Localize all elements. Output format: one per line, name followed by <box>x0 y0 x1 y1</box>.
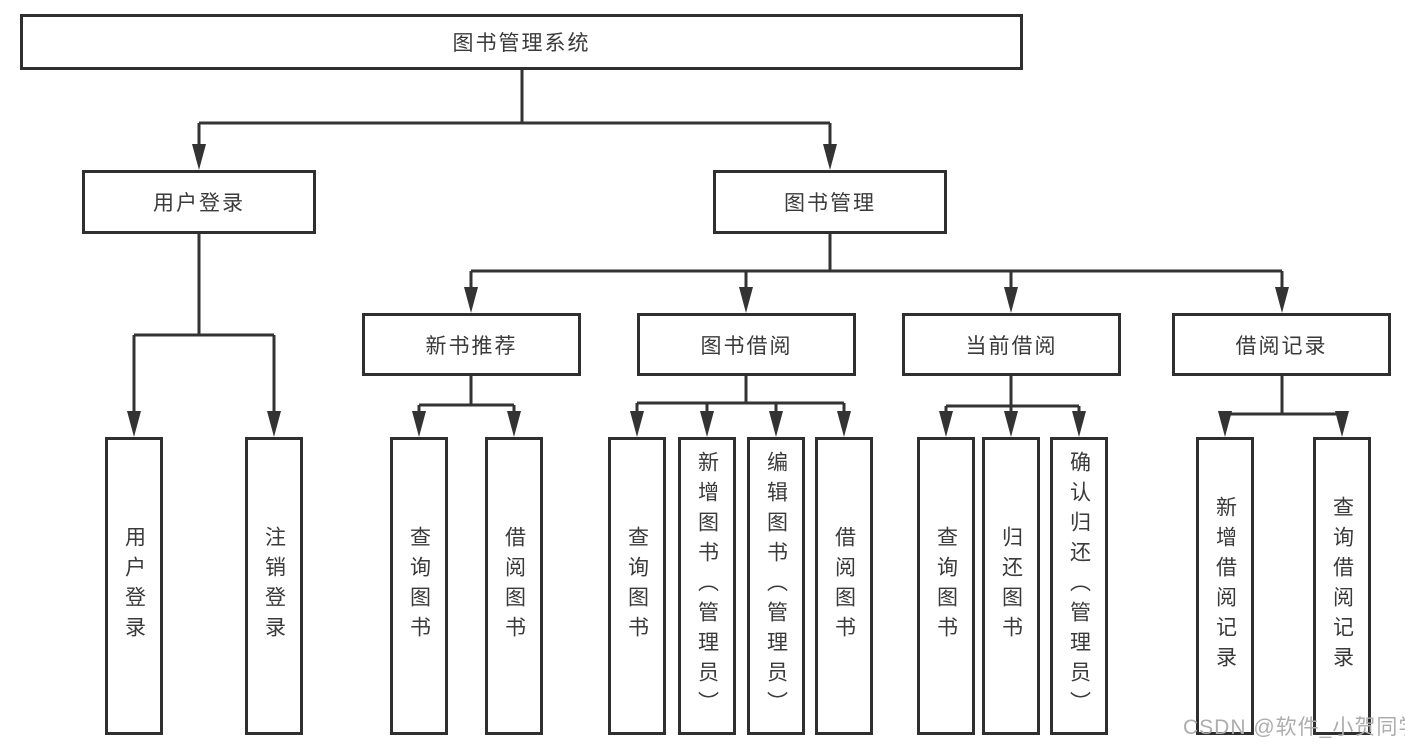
node-borrow-records-label: 借阅记录 <box>1235 334 1328 358</box>
node-user-login: 用户登录 <box>82 170 316 234</box>
node-book-management-label: 图书管理 <box>784 192 876 215</box>
connector-arrowheads <box>127 144 1349 437</box>
leaf-add-books-admin: 新增图书（管理员） <box>678 437 736 735</box>
node-library-management-system-label: 图书管理系统 <box>452 32 591 55</box>
leaf-add-books-admin-label: 新增图书（管理员） <box>695 451 719 721</box>
leaf-return-books-label: 归还图书 <box>999 526 1023 646</box>
node-book-management: 图书管理 <box>713 170 947 234</box>
leaf-query-books-borrow: 查询图书 <box>608 437 666 735</box>
node-library-management-system: 图书管理系统 <box>20 14 1023 70</box>
node-new-book-recommend-label: 新书推荐 <box>425 334 518 358</box>
leaf-query-books-recommend: 查询图书 <box>390 437 448 735</box>
leaf-return-books: 归还图书 <box>982 437 1040 735</box>
leaf-confirm-return-admin: 确认归还（管理员） <box>1050 437 1108 735</box>
leaf-user-login-label: 用户登录 <box>122 526 146 646</box>
leaf-logout-label: 注销登录 <box>262 526 286 646</box>
leaf-confirm-return-admin-label: 确认归还（管理员） <box>1067 451 1091 721</box>
leaf-query-borrow-record: 查询借阅记录 <box>1313 437 1371 735</box>
leaf-logout: 注销登录 <box>245 437 303 735</box>
leaf-add-borrow-record-label: 新增借阅记录 <box>1213 496 1237 676</box>
leaf-borrow-books: 借阅图书 <box>815 437 873 735</box>
leaf-query-books-current-label: 查询图书 <box>934 526 958 646</box>
node-new-book-recommend: 新书推荐 <box>362 313 581 376</box>
node-book-borrow-label: 图书借阅 <box>700 334 793 358</box>
leaf-query-books-current: 查询图书 <box>917 437 975 735</box>
leaf-query-books-recommend-label: 查询图书 <box>407 526 431 646</box>
leaf-query-books-borrow-label: 查询图书 <box>625 526 649 646</box>
node-user-login-label: 用户登录 <box>153 192 245 215</box>
csdn-watermark: CSDN @软件_小贺同学 <box>1183 716 1405 739</box>
leaf-borrow-books-recommend-label: 借阅图书 <box>502 526 526 646</box>
leaf-query-borrow-record-label: 查询借阅记录 <box>1330 496 1354 676</box>
node-current-borrow: 当前借阅 <box>902 313 1121 376</box>
node-book-borrow: 图书借阅 <box>637 313 856 376</box>
leaf-edit-books-admin: 编辑图书（管理员） <box>747 437 805 735</box>
leaf-borrow-books-recommend: 借阅图书 <box>485 437 543 735</box>
leaf-borrow-books-label: 借阅图书 <box>832 526 856 646</box>
leaf-edit-books-admin-label: 编辑图书（管理员） <box>764 451 788 721</box>
leaf-add-borrow-record: 新增借阅记录 <box>1196 437 1254 735</box>
node-borrow-records: 借阅记录 <box>1172 313 1391 376</box>
node-current-borrow-label: 当前借阅 <box>965 334 1058 358</box>
leaf-user-login: 用户登录 <box>105 437 163 735</box>
